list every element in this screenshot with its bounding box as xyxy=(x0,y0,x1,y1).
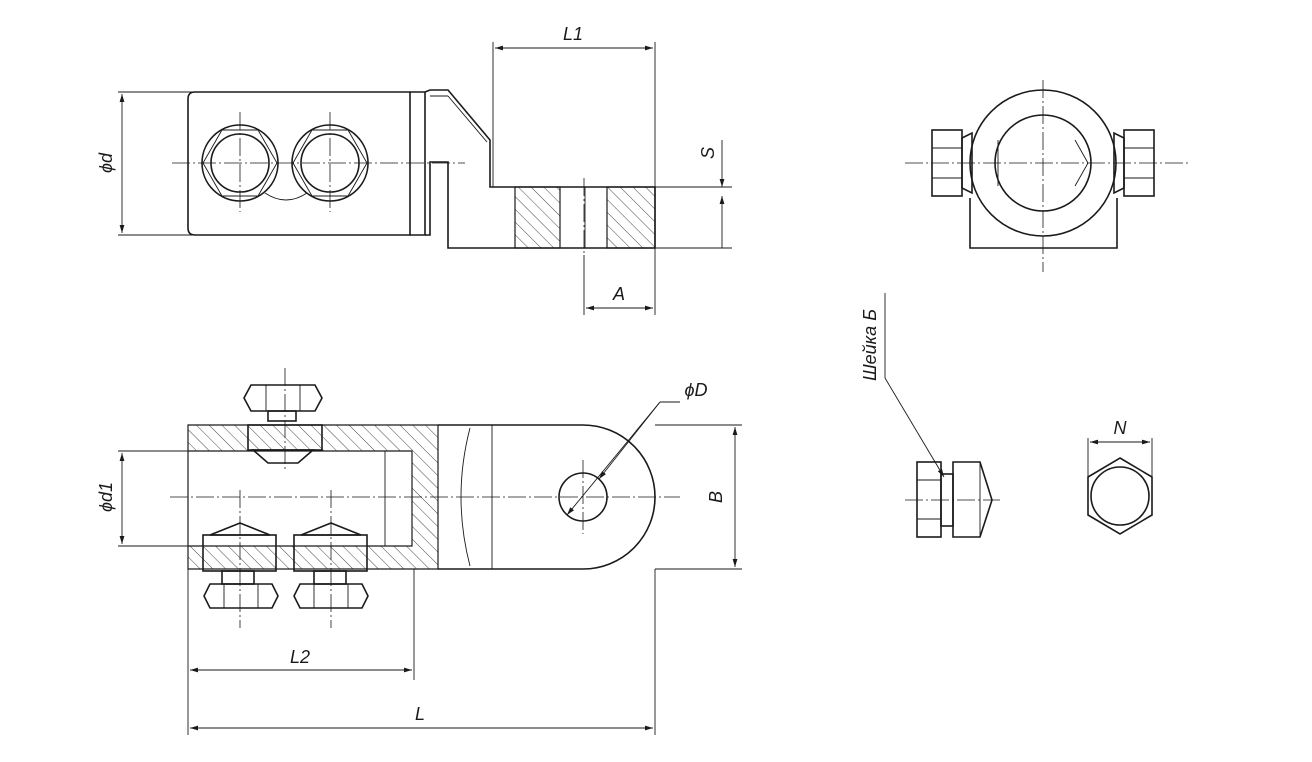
front-view-bottom-screw-left xyxy=(202,522,279,609)
top-view-neck xyxy=(410,91,426,236)
label-L2: L2 xyxy=(290,647,310,667)
label-L: L xyxy=(415,704,425,724)
top-view-section-right xyxy=(606,186,656,249)
label-L1: L1 xyxy=(563,24,583,44)
label-phi-d: ϕd xyxy=(96,152,116,173)
label-B: B xyxy=(706,491,726,503)
top-view xyxy=(172,89,656,255)
front-view-bottom-screw-right xyxy=(293,522,369,609)
label-sheika: Шейка Б xyxy=(860,309,880,381)
front-view-dimensions xyxy=(118,401,742,735)
label-S: S xyxy=(698,147,718,159)
label-A: A xyxy=(612,284,625,304)
label-phi-d1: ϕd1 xyxy=(96,482,116,512)
side-view xyxy=(905,80,1190,272)
label-N: N xyxy=(1114,418,1128,438)
top-view-section-left xyxy=(514,186,561,249)
top-view-body xyxy=(187,91,411,236)
hex-detail xyxy=(1087,438,1153,535)
front-view xyxy=(170,368,680,628)
top-view-dimensions xyxy=(118,42,732,315)
label-phi-D: ϕD xyxy=(684,380,707,400)
screw-detail xyxy=(884,293,1000,538)
